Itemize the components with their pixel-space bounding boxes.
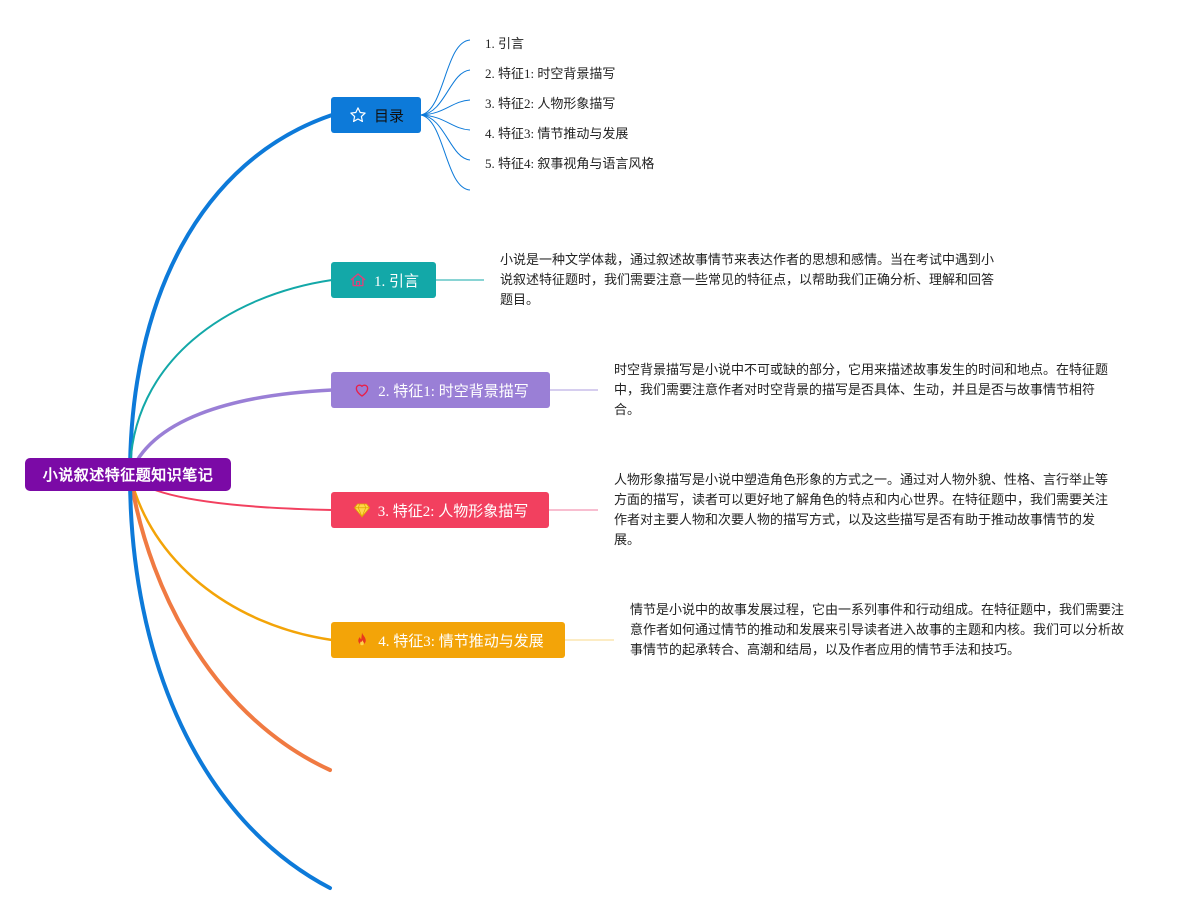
branch-node-feature-1[interactable]: 2. 特征1: 时空背景描写 [331, 372, 550, 408]
branch-description-feature-1: 时空背景描写是小说中不可或缺的部分，它用来描述故事发生的时间和地点。在特征题中，… [614, 363, 1109, 418]
branch-description-intro: 小说是一种文学体裁，通过叙述故事情节来表达作者的思想和感情。当在考试中遇到小说叙… [500, 253, 995, 308]
root-node[interactable]: 小说叙述特征题知识笔记 [25, 458, 231, 491]
branch-description-feature-3: 情节是小说中的故事发展过程，它由一系列事件和行动组成。在特征题中，我们需要注意作… [630, 603, 1125, 658]
branch-label: 1. 引言 [373, 273, 419, 290]
branch-label: 2. 特征1: 时空背景描写 [378, 383, 529, 400]
home-icon [348, 270, 368, 290]
star-icon [348, 105, 368, 125]
connector-root-branch-4 [128, 473, 334, 642]
connector-root-toc [128, 113, 334, 477]
branch-description-feature-2: 人物形象描写是小说中塑造角色形象的方式之一。通过对人物外貌、性格、言行举止等方面… [614, 473, 1109, 548]
toc-item-1[interactable]: 1. 引言 [485, 36, 525, 51]
connector-root-branch-1 [129, 279, 333, 476]
heart-icon [352, 380, 372, 400]
branch-label: 3. 特征2: 人物形象描写 [377, 503, 529, 520]
toc-item-4[interactable]: 4. 特征3: 情节推动与发展 [485, 126, 629, 141]
toc-label: 目录 [373, 108, 404, 125]
fire-icon [352, 630, 372, 650]
connector-root-branch-2 [128, 388, 334, 477]
toc-item-2[interactable]: 2. 特征1: 时空背景描写 [485, 66, 616, 81]
branch-node-feature-2[interactable]: 3. 特征2: 人物形象描写 [331, 492, 549, 528]
toc-item-3[interactable]: 3. 特征2: 人物形象描写 [485, 96, 616, 111]
connector-root-branch-5 [128, 473, 332, 772]
toc-connectors [420, 39, 471, 191]
root-title: 小说叙述特征题知识笔记 [42, 468, 214, 484]
diamond-icon [352, 500, 372, 520]
connector-root-branch-6 [128, 473, 332, 890]
branch-node-feature-3[interactable]: 4. 特征3: 情节推动与发展 [331, 622, 565, 658]
branch-node-intro[interactable]: 1. 引言 [331, 262, 436, 298]
toc-node[interactable]: 目录 [331, 97, 421, 133]
branch-label: 4. 特征3: 情节推动与发展 [378, 633, 544, 650]
toc-item-5[interactable]: 5. 特征4: 叙事视角与语言风格 [485, 156, 655, 171]
